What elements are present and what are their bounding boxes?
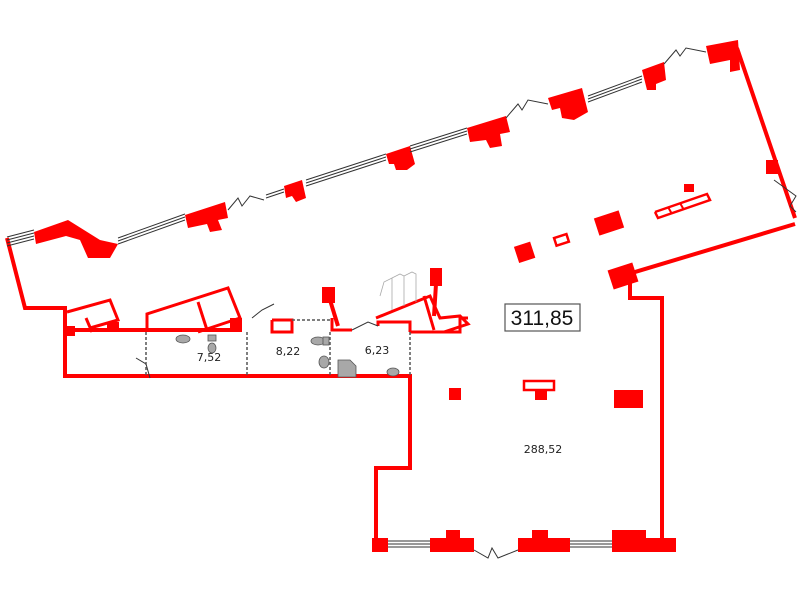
- total-area: 311,85: [511, 307, 574, 330]
- windows: [6, 47, 797, 559]
- solid-walls: [34, 40, 778, 552]
- room-area-label: 7,52: [197, 351, 222, 364]
- stair-outline: [379, 271, 417, 310]
- total-area-box: 311,85: [504, 303, 581, 332]
- dashed-partitions: [145, 319, 411, 376]
- walls: [5, 47, 797, 548]
- room-area-label: 288,52: [524, 443, 563, 456]
- room-area-label: 8,22: [276, 345, 301, 358]
- sanitary-fixtures: [175, 334, 400, 378]
- room-area-label: 6,23: [365, 344, 390, 357]
